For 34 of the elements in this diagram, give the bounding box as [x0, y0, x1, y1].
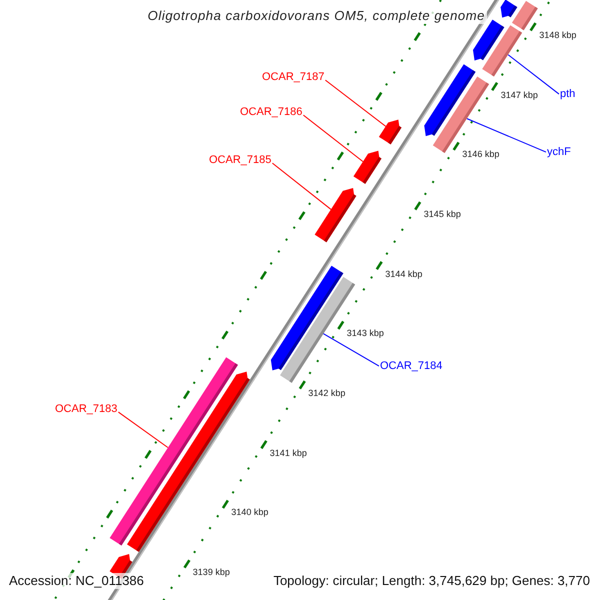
genome-title: Oligotropha carboxidovorans OM5, complete genome [146, 8, 487, 24]
gene-label: OCAR_7183 [55, 403, 118, 416]
gene-feature [314, 188, 356, 242]
tick-label: 3140 kbp [231, 508, 268, 518]
accession-text: Accession: NC_011386 [7, 573, 146, 590]
tick-label: 3147 kbp [500, 90, 538, 100]
leader-line [302, 114, 364, 162]
gene-feature [512, 0, 538, 30]
gene-label: ychF [547, 146, 571, 158]
leader-line [118, 412, 168, 448]
gene-label: OCAR_7184 [380, 360, 442, 372]
gene-label: OCAR_7185 [209, 154, 272, 166]
genome-info-text: Topology: circular; Length: 3,745,629 bp; Genes: 3,770 [271, 573, 592, 590]
leader-line [466, 118, 546, 153]
tick-label: 3144 kbp [385, 270, 422, 280]
gene-feature [127, 372, 250, 552]
gene-label: pth [560, 88, 576, 100]
gene-feature [353, 150, 382, 184]
leader-line [324, 80, 386, 127]
tick-label: 3142 kbp [308, 388, 346, 399]
gene-label: OCAR_7187 [262, 71, 324, 84]
tick-label: 3146 kbp [462, 150, 500, 160]
tick-label: 3148 kbp [539, 30, 576, 41]
gene-feature [500, 0, 518, 18]
leader-line [508, 54, 560, 95]
tick-label: 3141 kbp [270, 448, 307, 458]
gene-feature [378, 120, 402, 144]
leader-line [272, 162, 332, 210]
leader-line [322, 333, 380, 367]
gene-label: OCAR_7186 [240, 106, 302, 118]
tick-label: 3145 kbp [424, 210, 461, 220]
tick-label: 3143 kbp [346, 329, 384, 340]
gene-feature [482, 25, 522, 77]
tick-label: 3139 kbp [192, 568, 230, 578]
